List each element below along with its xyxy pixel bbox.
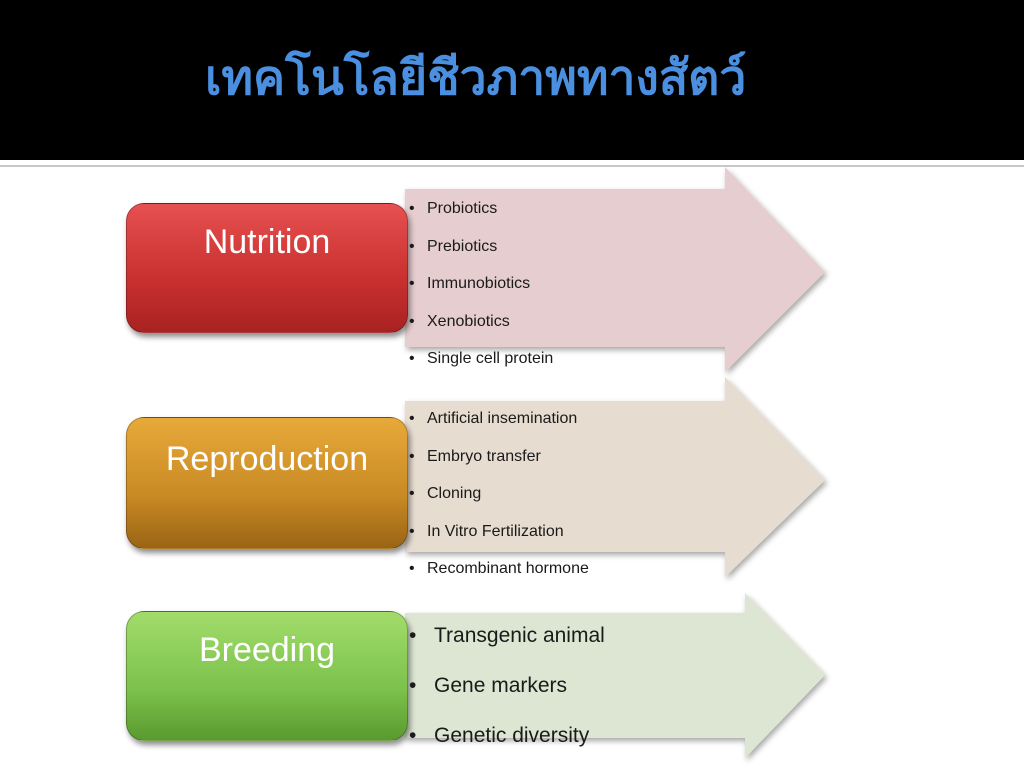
title-bar: เทคโนโลยีชีวภาพทางสัตว์ bbox=[0, 0, 1024, 160]
list-item: Recombinant hormone bbox=[409, 559, 589, 597]
breeding-box: Breeding bbox=[126, 611, 408, 741]
list-item: Probiotics bbox=[409, 199, 553, 237]
list-item: In Vitro Fertilization bbox=[409, 522, 589, 560]
reproduction-group: Reproduction Artificial insemination Emb… bbox=[0, 377, 1024, 587]
nutrition-label: Nutrition bbox=[203, 223, 331, 261]
reproduction-label: Reproduction bbox=[165, 440, 369, 478]
list-item: Genetic diversity bbox=[409, 723, 605, 773]
list-item: Transgenic animal bbox=[409, 623, 605, 673]
title-divider-shadow bbox=[0, 165, 1024, 167]
list-item: Prebiotics bbox=[409, 237, 553, 275]
list-item: Embryo transfer bbox=[409, 447, 589, 485]
reproduction-box: Reproduction bbox=[126, 417, 408, 549]
reproduction-items: Artificial insemination Embryo transfer … bbox=[409, 409, 589, 597]
breeding-items: Transgenic animal Gene markers Genetic d… bbox=[409, 623, 605, 773]
breeding-label: Breeding bbox=[198, 631, 336, 669]
list-item: Gene markers bbox=[409, 673, 605, 723]
nutrition-items: Probiotics Prebiotics Immunobiotics Xeno… bbox=[409, 199, 553, 387]
nutrition-group: Nutrition Probiotics Prebiotics Immunobi… bbox=[0, 167, 1024, 377]
list-item: Xenobiotics bbox=[409, 312, 553, 350]
list-item: Cloning bbox=[409, 484, 589, 522]
breeding-group: Breeding Transgenic animal Gene markers … bbox=[0, 593, 1024, 768]
list-item: Artificial insemination bbox=[409, 409, 589, 447]
title-divider bbox=[0, 160, 1024, 163]
slide-title: เทคโนโลยีชีวภาพทางสัตว์ bbox=[205, 50, 747, 106]
list-item: Immunobiotics bbox=[409, 274, 553, 312]
list-item: Single cell protein bbox=[409, 349, 553, 387]
nutrition-box: Nutrition bbox=[126, 203, 408, 333]
